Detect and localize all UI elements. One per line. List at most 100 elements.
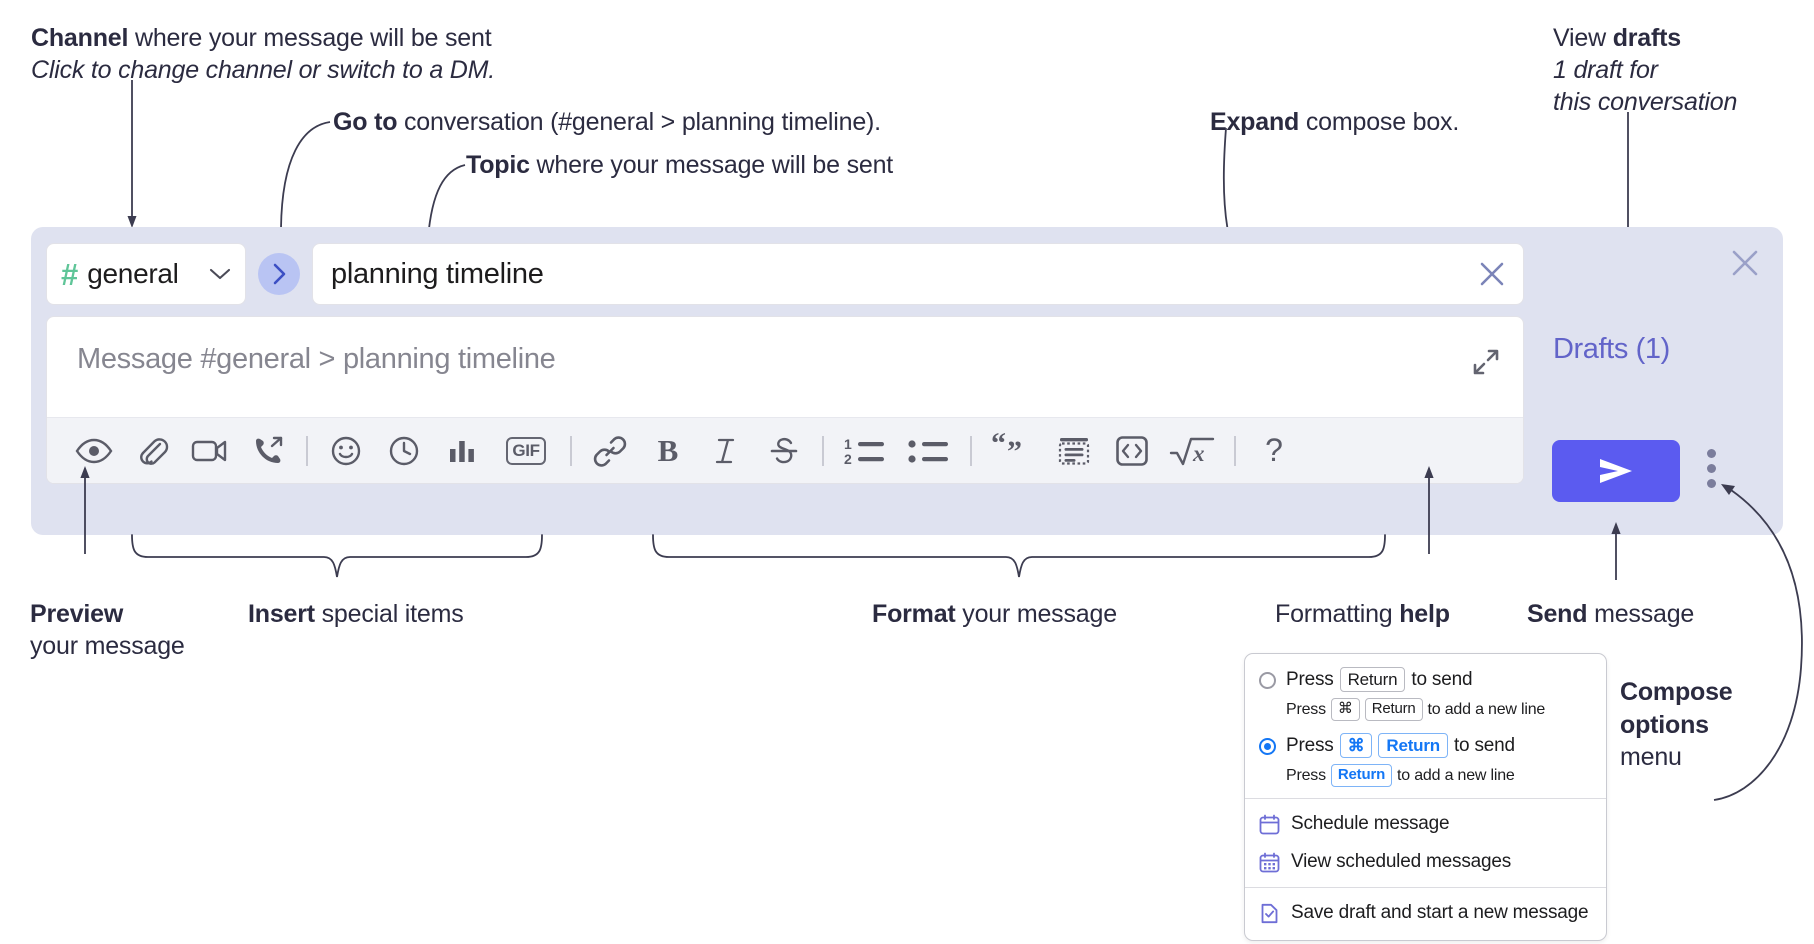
menu-item-view-scheduled-messages[interactable]: View scheduled messages: [1245, 843, 1606, 881]
option1-pre: Press: [1286, 668, 1334, 690]
annotation-compose-options-bold2: options: [1620, 710, 1709, 739]
annotation-insert-rest: special items: [314, 600, 464, 628]
key-return: Return: [1330, 764, 1393, 787]
message-input-box[interactable]: Message #general > planning timeline: [46, 316, 1524, 484]
preview-icon[interactable]: [69, 426, 119, 476]
annotation-drafts-italic1: 1 draft for: [1553, 56, 1658, 84]
inline-code-icon[interactable]: [1107, 426, 1157, 476]
annotation-compose-options-rest: menu: [1620, 743, 1682, 771]
leader-line-help: [1424, 466, 1434, 554]
option2-post: to send: [1453, 734, 1515, 756]
close-compose-icon[interactable]: [1727, 245, 1763, 281]
chevron-down-icon: [209, 267, 231, 281]
option1-sub-post: to add a new line: [1427, 700, 1546, 718]
option1-post: to send: [1411, 668, 1473, 690]
key-command: ⌘: [1330, 698, 1360, 721]
expand-compose-icon[interactable]: [1471, 347, 1501, 377]
annotation-goto: Go to conversation (#general > planning …: [333, 106, 1033, 138]
annotation-drafts-normal: View: [1553, 24, 1613, 52]
italic-icon[interactable]: [701, 426, 751, 476]
bold-label: B: [657, 432, 679, 468]
compose-options-menu: Press Return to send Press ⌘ Return to a…: [1244, 653, 1607, 941]
svg-text:“: “: [991, 427, 1006, 460]
blockquote-icon[interactable]: “”: [985, 426, 1041, 476]
annotation-expand: Expand compose box.: [1210, 106, 1610, 138]
drafts-link[interactable]: Drafts (1): [1553, 333, 1670, 365]
toolbar-divider: [306, 435, 308, 466]
leader-line-preview: [80, 466, 90, 554]
annotation-insert: Insert special items: [248, 598, 568, 630]
math-icon[interactable]: x: [1165, 426, 1221, 476]
emoji-icon[interactable]: [321, 426, 371, 476]
save-draft-icon: [1259, 903, 1280, 924]
annotation-compose-options-bold1: Compose: [1620, 678, 1733, 706]
send-paper-plane-icon: [1594, 456, 1638, 486]
bold-icon[interactable]: B: [643, 426, 693, 476]
topic-value: planning timeline: [331, 257, 544, 290]
bracket-insert: [131, 534, 543, 578]
menu-item-save-draft[interactable]: Save draft and start a new message: [1245, 894, 1606, 932]
svg-text:”: ”: [1007, 435, 1022, 468]
poll-icon[interactable]: [437, 426, 487, 476]
menu-item-label: View scheduled messages: [1291, 851, 1512, 872]
option1-sub-pre: Press: [1286, 700, 1326, 718]
annotation-send-rest: message: [1587, 600, 1695, 628]
annotation-help: Formatting help: [1275, 598, 1575, 630]
video-icon[interactable]: [185, 426, 235, 476]
goto-conversation-button[interactable]: [258, 253, 300, 295]
key-return: Return: [1339, 667, 1406, 693]
hash-icon: #: [61, 256, 79, 292]
attach-icon[interactable]: [127, 426, 177, 476]
send-option-1[interactable]: Press Return to send Press ⌘ Return to a…: [1245, 654, 1606, 798]
toolbar-divider: [822, 435, 824, 466]
option2-pre: Press: [1286, 734, 1334, 756]
leader-line-send: [1611, 522, 1621, 580]
chevron-right-icon: [271, 263, 287, 285]
gif-icon[interactable]: GIF: [495, 426, 557, 476]
radio-cmd-return-to-send[interactable]: [1259, 738, 1276, 755]
channel-name: general: [87, 258, 179, 289]
annotation-topic-rest: where your message will be sent: [529, 151, 894, 179]
menu-divider: [1245, 798, 1606, 799]
annotation-channel: Channel where your message will be sent …: [31, 22, 651, 86]
help-icon[interactable]: ?: [1249, 426, 1299, 476]
compose-panel: # general planning timeline Message #gen…: [31, 227, 1783, 535]
toolbar-divider: [570, 435, 572, 466]
topic-field[interactable]: planning timeline: [312, 243, 1524, 305]
compose-header-row: # general planning timeline: [46, 243, 1524, 305]
channel-picker[interactable]: # general: [46, 243, 246, 305]
annotation-drafts-italic2: this conversation: [1553, 88, 1738, 116]
strikethrough-icon[interactable]: [759, 426, 809, 476]
link-icon[interactable]: [585, 426, 635, 476]
annotation-help-normal: Formatting: [1275, 600, 1400, 628]
huddle-icon[interactable]: [243, 426, 293, 476]
annotation-drafts: View drafts 1 draft for this conversatio…: [1553, 22, 1813, 118]
annotation-channel-rest: where your message will be sent: [128, 24, 492, 52]
bulleted-list-icon[interactable]: [901, 426, 957, 476]
annotation-preview-rest: your message: [30, 632, 185, 660]
compose-options-button[interactable]: [1707, 449, 1716, 488]
leader-line-compose-options: [1713, 484, 1803, 801]
radio-return-to-send[interactable]: [1259, 672, 1276, 689]
key-command: ⌘: [1339, 733, 1373, 759]
svg-text:1: 1: [844, 436, 852, 452]
annotation-drafts-bold: drafts: [1612, 24, 1681, 52]
send-button[interactable]: [1552, 440, 1680, 502]
annotation-channel-bold: Channel: [31, 24, 129, 52]
menu-item-schedule-message[interactable]: Schedule message: [1245, 805, 1606, 843]
kebab-dot: [1707, 449, 1716, 458]
clear-topic-icon[interactable]: [1475, 257, 1509, 291]
code-block-icon[interactable]: [1049, 426, 1099, 476]
annotation-preview: Preview your message: [30, 598, 250, 662]
help-label: ?: [1265, 432, 1283, 468]
annotation-send-bold: Send: [1527, 600, 1588, 628]
annotation-format-bold: Format: [872, 600, 956, 628]
annotation-compose-options: Compose options menu: [1620, 676, 1814, 774]
toolbar-divider: [970, 435, 972, 466]
calendar-schedule-icon: [1259, 814, 1280, 835]
menu-item-label: Schedule message: [1291, 813, 1450, 834]
compose-toolbar: GIF B: [47, 417, 1523, 483]
clock-icon[interactable]: [379, 426, 429, 476]
annotation-goto-bold: Go to: [333, 108, 398, 136]
